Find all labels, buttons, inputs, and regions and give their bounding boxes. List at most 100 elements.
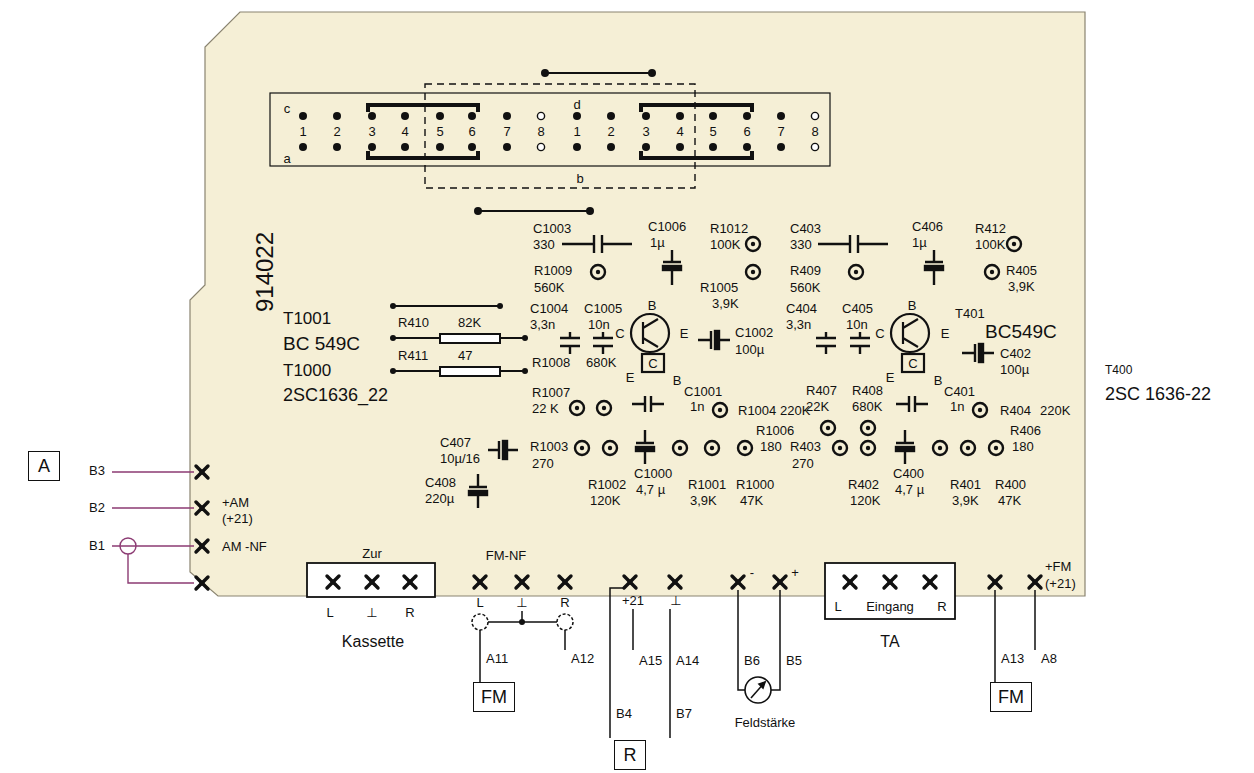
component-label: 3,3n [786,318,811,331]
component-label: C400 [893,467,924,480]
component-label: ⊥ [366,606,377,619]
component-label: 180 [1012,440,1034,453]
connector-pins [537,143,544,150]
resistor-dots [390,303,396,309]
terminal-pads [989,576,1001,588]
component-label: C1006 [648,220,686,233]
component-label: T401 [955,307,985,320]
component-label: Feldstärke [735,716,796,729]
capacitor-symbol [850,332,870,354]
resistor-symbol [393,306,525,376]
component-label: 4,7 µ [636,483,665,496]
component-label: R412 [975,222,1006,235]
component-label: Eingang [866,600,914,613]
resistor-dots [390,335,396,341]
solder-pads [570,401,584,415]
component-label: 120K [590,494,620,507]
component-label: FM-NF [486,549,526,562]
component-label: T400 [1105,364,1132,376]
transistor-symbol [631,314,669,352]
connector-pins [709,112,717,120]
component-label: 2 [607,125,614,138]
component-label: C402 [1000,347,1031,360]
connector-pins [333,143,341,151]
component-label: 47 [458,349,472,362]
electrolytic-capacitor [636,430,654,464]
component-label: C [615,327,624,340]
resistor-symbol [440,367,500,376]
connector-pins [401,112,409,120]
solder-pads [713,403,727,417]
plug-boxes [307,563,435,597]
component-label: 2SC1636_22 [283,386,388,404]
electrolytic-capacitor [488,441,518,459]
component-label: L [326,606,333,619]
solder-pads [961,441,975,455]
component-label: R [405,606,414,619]
electrolytic-capacitor [979,344,983,362]
resistor-symbol [440,334,500,343]
component-label: B7 [676,707,692,720]
component-label: R405 [1006,264,1037,277]
component-label: C401 [944,385,975,398]
solder-pads [861,441,875,455]
component-label: R409 [790,264,821,277]
component-label: R404 [1000,404,1031,417]
component-label: ⊥ [516,596,527,609]
input-wires [112,472,194,583]
connector-pins [436,143,444,151]
connector-pins [368,143,376,151]
component-label: A8 [1041,652,1057,665]
connector-pins [468,112,476,120]
component-label: A13 [1001,652,1024,665]
component-label: b [576,172,583,185]
electrolytic-capacitor [636,447,654,451]
component-label: C [875,327,884,340]
component-label: A15 [639,654,662,667]
component-label: E [941,327,950,340]
component-label: 1n [690,400,704,413]
component-label: B [648,299,657,312]
output-wires [738,590,780,690]
component-label: ⊥ [670,594,681,607]
component-label: 10n [846,318,868,331]
solder-pads [673,441,687,455]
terminal-pads [366,576,378,588]
component-label: B2 [89,501,105,514]
component-label: R1008 [532,356,570,369]
component-label: 220K [780,404,810,417]
connector-pins [811,112,818,119]
component-label: C1005 [584,302,622,315]
component-label: 220µ [425,492,454,505]
component-label: 3,9K [712,297,739,310]
connector-pins [333,112,341,120]
solder-pads [833,441,847,455]
bridge-dots [541,69,549,77]
plug-boxes [307,563,955,619]
component-label: 2 [333,125,340,138]
component-label: 680K [852,400,882,413]
component-label: + [791,566,799,579]
capacitor-symbol [632,396,664,412]
solder-pads [570,237,1021,455]
component-label: E [886,371,895,384]
electrolytic-capacitor [503,441,507,459]
component-label: 1µ [912,236,927,249]
component-label: R410 [398,316,429,329]
component-label: R1006 [756,424,794,437]
component-label: E [680,327,689,340]
resistor-dots [390,368,396,374]
terminal-pads [732,576,744,588]
connector-pins [607,112,615,120]
connector-pins [537,112,544,119]
component-label: E [626,371,635,384]
component-label: R1000 [736,478,774,491]
label-box: FM [473,682,515,712]
solder-pads [603,441,617,455]
electrolytic-capacitor [469,250,994,508]
resistor-symbol [393,305,500,307]
component-label: 100K [975,238,1005,251]
terminal-pads [884,576,896,588]
box-label: FM [481,688,507,706]
solder-pads [973,403,987,417]
